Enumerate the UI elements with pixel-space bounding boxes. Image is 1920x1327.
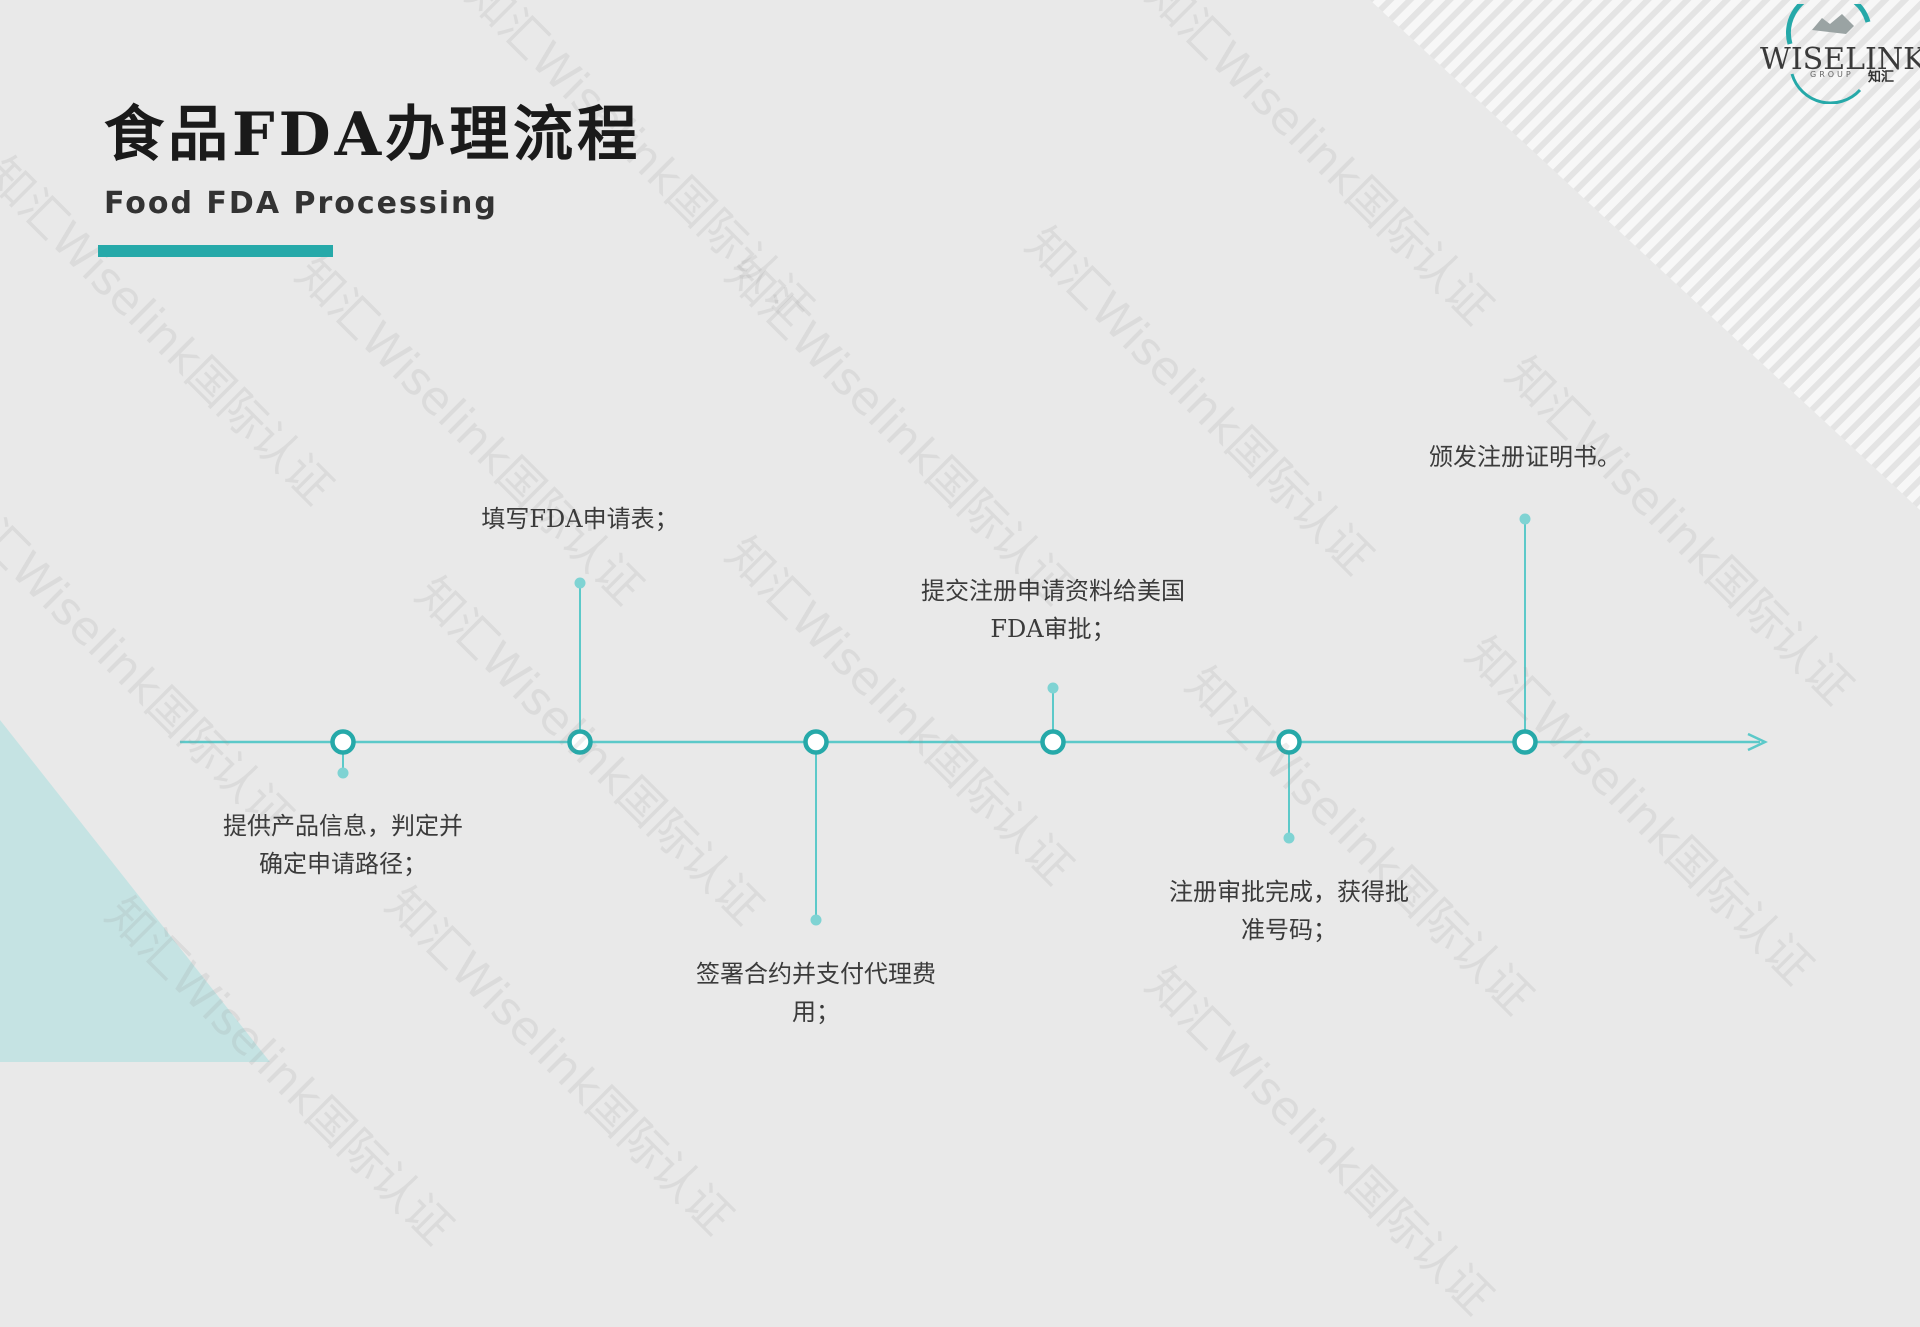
timeline bbox=[180, 513, 1768, 926]
title-underline bbox=[98, 245, 333, 257]
step-label-line: 准号码； bbox=[1241, 916, 1337, 944]
step-label: 颁发注册证明书。 bbox=[1375, 438, 1675, 476]
step-label: 填写FDA申请表； bbox=[430, 500, 730, 538]
page-subtitle: Food FDA Processing bbox=[104, 186, 498, 221]
step-label-line: 填写FDA申请表； bbox=[481, 505, 679, 533]
logo-group-text: GROUP bbox=[1810, 70, 1854, 79]
step-label-line: 签署合约并支付代理费 bbox=[696, 960, 936, 988]
page-title: 食品FDA办理流程 bbox=[104, 100, 642, 170]
step-node bbox=[330, 729, 356, 755]
step-label: 注册审批完成，获得批准号码； bbox=[1139, 873, 1439, 949]
step-label: 提供产品信息，判定并确定申请路径； bbox=[193, 807, 493, 883]
step-label: 提交注册申请资料给美国 FDA审批； bbox=[903, 572, 1203, 648]
step-node bbox=[567, 729, 593, 755]
step-node bbox=[1512, 729, 1538, 755]
step-node bbox=[1040, 729, 1066, 755]
step-node bbox=[1276, 729, 1302, 755]
step-connector-dot bbox=[1047, 682, 1059, 694]
striped-corner-decoration bbox=[1370, 0, 1920, 510]
background bbox=[0, 0, 1920, 1062]
step-label: 签署合约并支付代理费用； bbox=[666, 955, 966, 1031]
teal-corner-decoration bbox=[0, 720, 270, 1062]
step-label-line: 用； bbox=[792, 998, 840, 1026]
step-label-line: FDA审批； bbox=[990, 615, 1116, 643]
step-connector-dot bbox=[574, 577, 586, 589]
step-connector-dot bbox=[1283, 832, 1295, 844]
step-label-line: 提供产品信息，判定并 bbox=[223, 812, 463, 840]
logo-chinese-text: 知汇 bbox=[1868, 70, 1895, 85]
step-node bbox=[803, 729, 829, 755]
step-label-line: 提交注册申请资料给美国 bbox=[921, 577, 1185, 605]
step-connector-dot bbox=[810, 914, 822, 926]
step-connector-dot bbox=[1519, 513, 1531, 525]
logo-wordmark: WISELINK bbox=[1760, 42, 1920, 77]
timeline-arrow-icon bbox=[1747, 732, 1768, 752]
step-connector-dot bbox=[337, 767, 349, 779]
wiselink-logo: WISELINK GROUP 知汇 bbox=[1750, 4, 1920, 104]
logo-emblem-icon bbox=[1785, 4, 1871, 104]
step-label-line: 确定申请路径； bbox=[259, 850, 427, 878]
step-label-line: 颁发注册证明书。 bbox=[1429, 443, 1621, 471]
step-label-line: 注册审批完成，获得批 bbox=[1169, 878, 1409, 906]
